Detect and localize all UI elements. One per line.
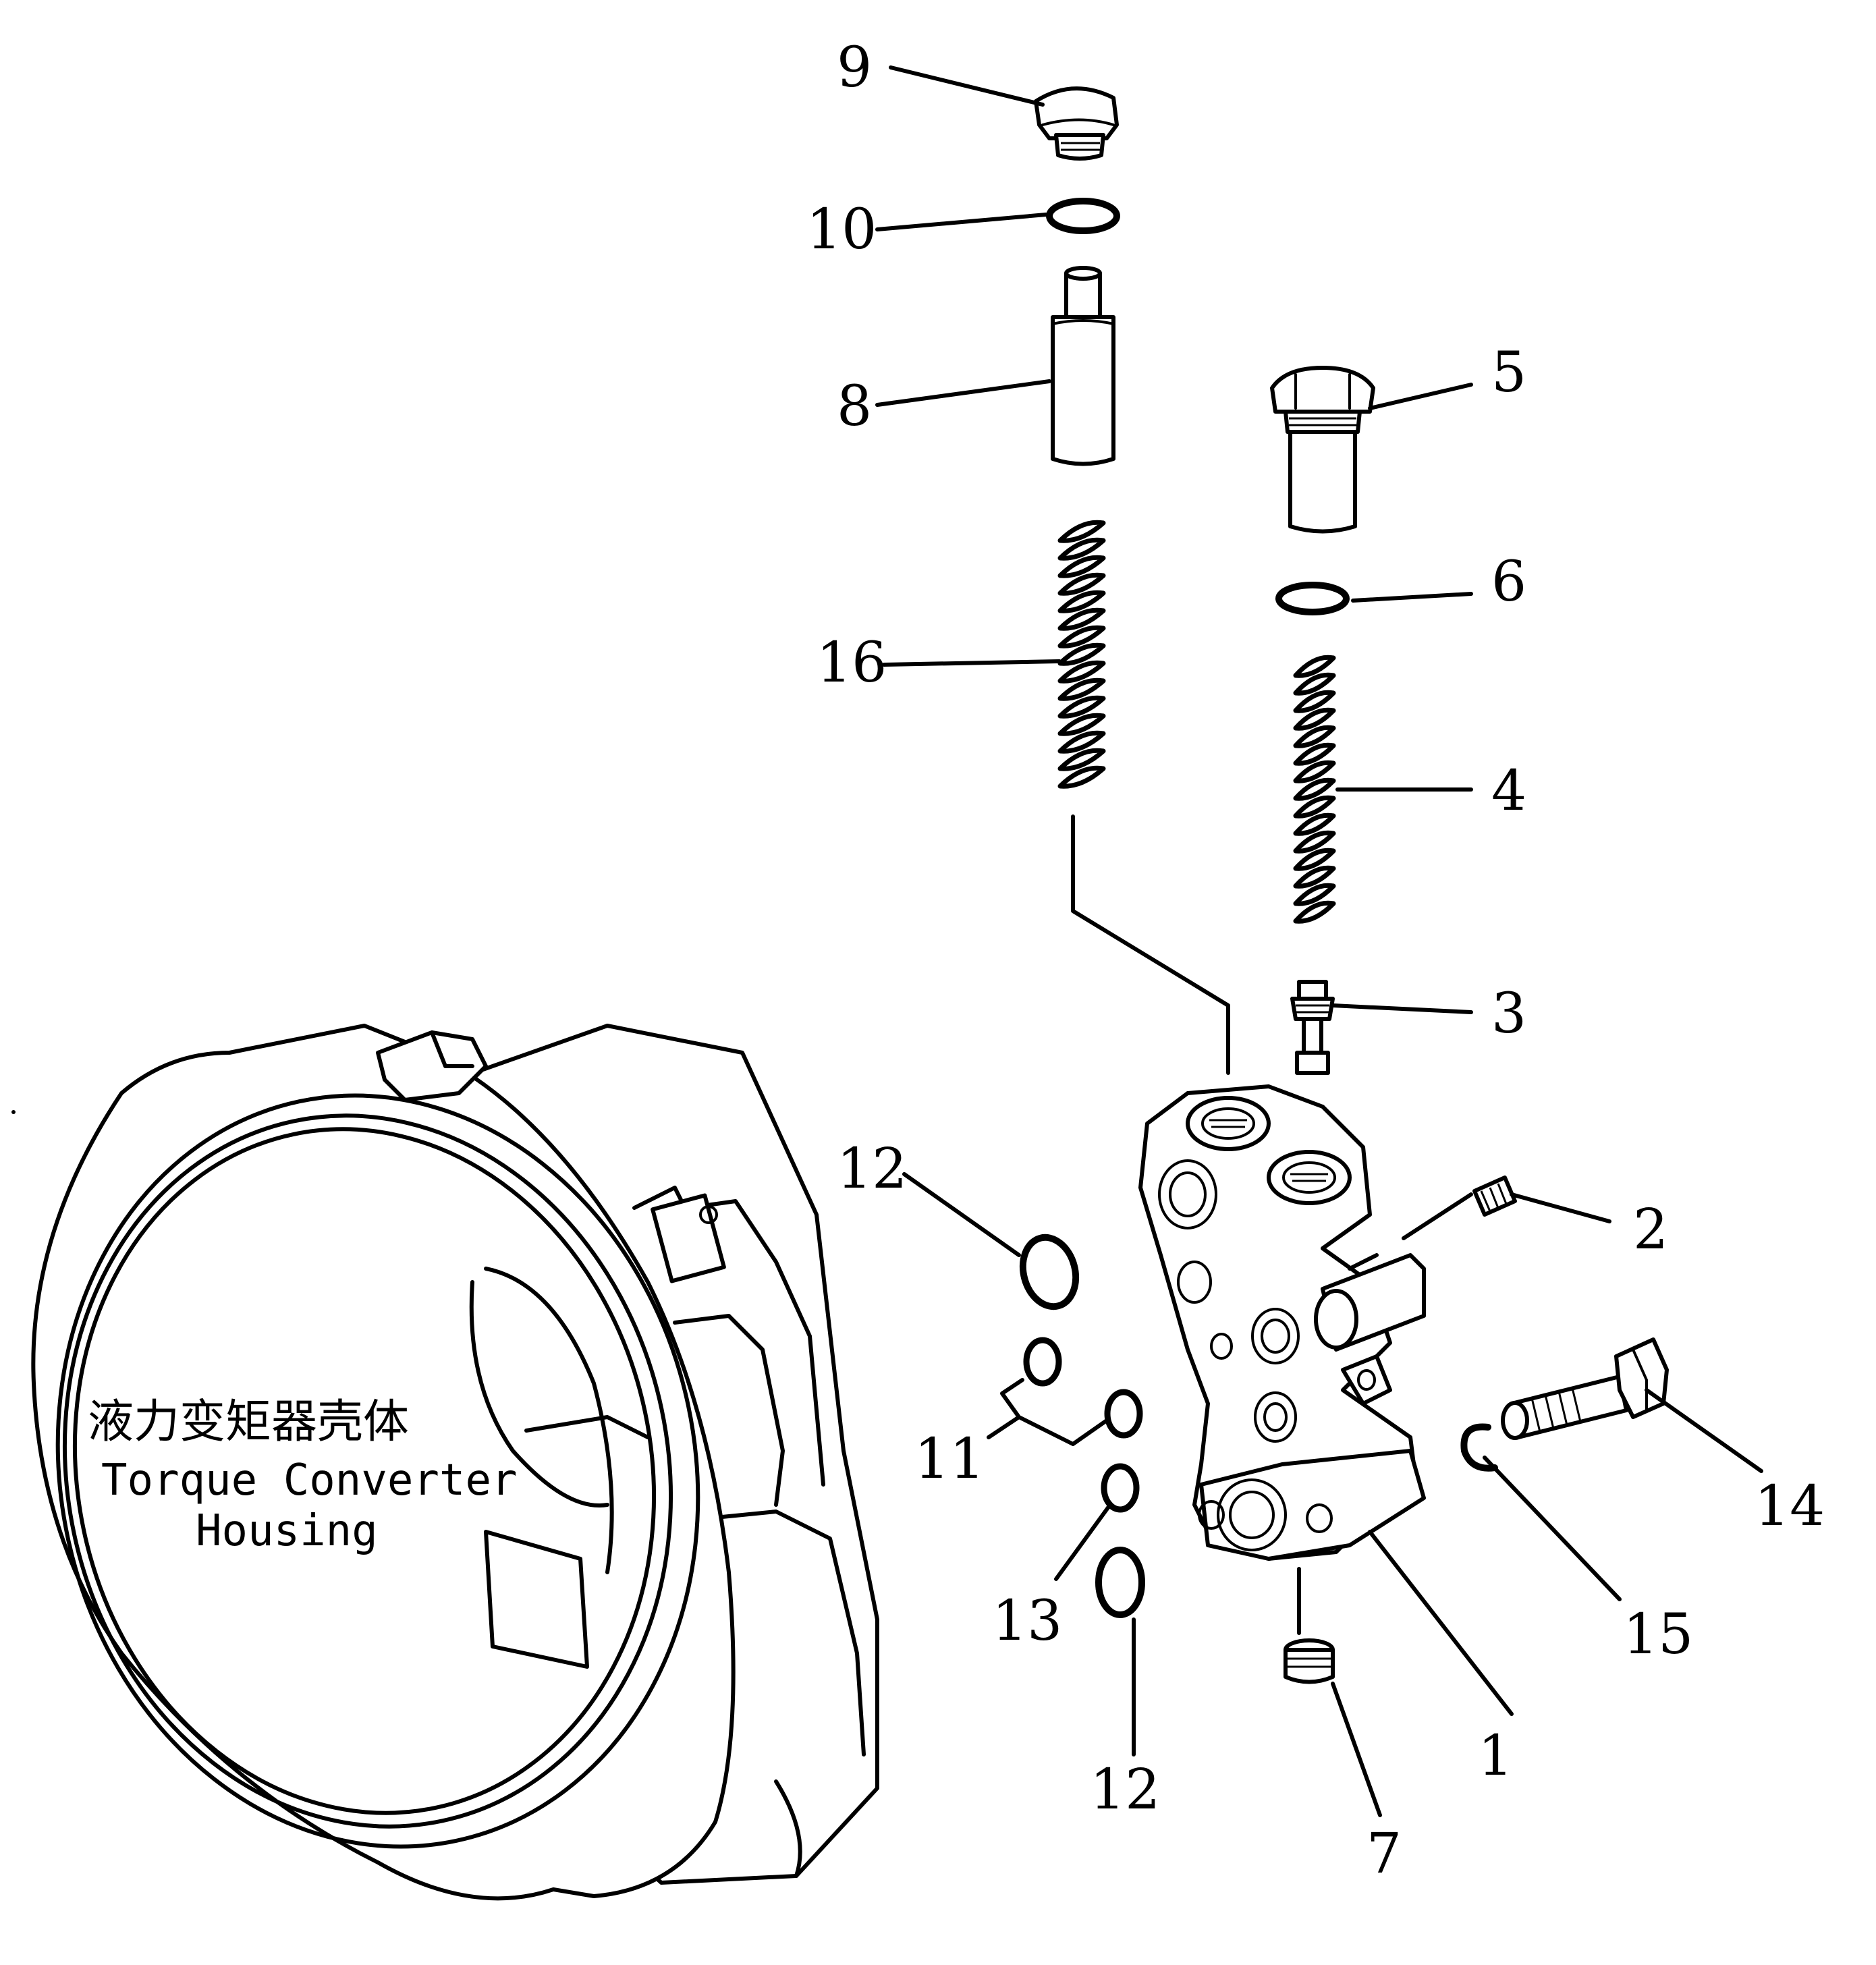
part-4-spring [1293, 655, 1336, 924]
callout-4: 4 [1491, 759, 1526, 823]
callout-2: 2 [1633, 1198, 1668, 1262]
part-6-o-ring [1275, 582, 1350, 615]
callout-6: 6 [1491, 550, 1526, 614]
part-7-plug [1284, 1638, 1335, 1684]
housing-label: 液力变矩器壳体 Torque Converter Housing [88, 1395, 518, 1556]
part-16-spring [1057, 520, 1106, 790]
callout-12-upper: 12 [837, 1137, 907, 1201]
torque-converter-housing [31, 1024, 879, 1901]
callout-13: 13 [992, 1589, 1062, 1653]
callout-9: 9 [837, 36, 872, 100]
part-11-o-ring-b [1104, 1389, 1143, 1439]
leader-lines [875, 65, 1763, 1817]
callout-3: 3 [1491, 982, 1526, 1046]
part-12-o-ring-lower [1095, 1547, 1145, 1618]
part-2-screw [1472, 1175, 1517, 1217]
speck [11, 1110, 16, 1114]
part-12-o-ring-upper [1019, 1234, 1080, 1310]
callout-labels: 9 10 8 16 5 6 4 3 2 14 15 1 7 12 11 13 1… [806, 36, 1825, 1886]
housing-label-en-1: Torque Converter [101, 1456, 518, 1505]
callout-1: 1 [1478, 1724, 1513, 1788]
callout-7: 7 [1367, 1822, 1402, 1886]
callout-11: 11 [914, 1427, 985, 1491]
callout-10: 10 [806, 198, 877, 262]
part-8-piston [1051, 266, 1115, 466]
callout-15: 15 [1623, 1603, 1693, 1667]
callout-5: 5 [1491, 341, 1526, 405]
callout-16: 16 [817, 631, 887, 695]
part-5-plug [1270, 366, 1375, 534]
housing-label-cn: 液力变矩器壳体 [88, 1395, 409, 1449]
part-1-valve-body [1138, 1084, 1426, 1561]
callout-8: 8 [837, 375, 872, 439]
part-15-washer [1460, 1423, 1498, 1472]
part-10-o-ring [1046, 198, 1120, 234]
part-13-o-ring [1101, 1463, 1140, 1513]
part-3-valve [1290, 980, 1335, 1075]
housing-label-en-2: Housing [196, 1506, 378, 1556]
part-9-plug [1034, 86, 1119, 161]
callout-12-lower: 12 [1090, 1758, 1160, 1822]
part-11-o-ring-a [1023, 1337, 1062, 1387]
part-14-bolt [1501, 1337, 1669, 1440]
callout-14: 14 [1755, 1474, 1825, 1539]
